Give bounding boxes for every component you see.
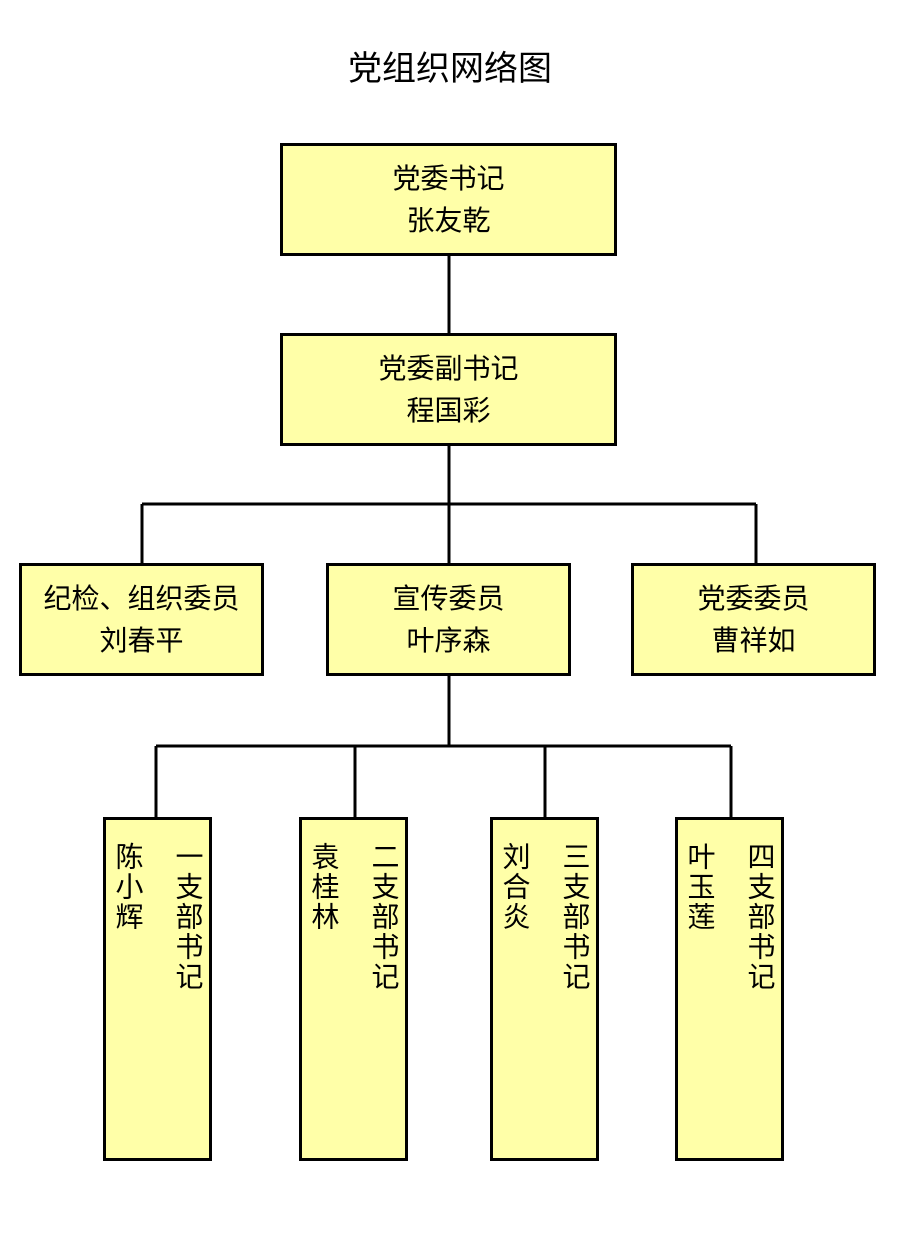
- node-branch-text: 三支部书记 刘合炎: [498, 842, 592, 992]
- node-branch-text: 一支部书记 陈小辉: [111, 842, 205, 992]
- node-committee-name: 刘春平: [99, 623, 184, 657]
- node-branch-3: 三支部书记 刘合炎: [490, 817, 599, 1161]
- node-branch-1: 一支部书记 陈小辉: [103, 817, 212, 1161]
- node-deputy-name: 程国彩: [406, 393, 491, 427]
- node-secretary-name: 张友乾: [406, 203, 491, 237]
- node-propaganda-member: 宣传委员 叶序森: [326, 563, 571, 676]
- node-branch-text: 四支部书记 叶玉莲: [683, 842, 777, 992]
- node-discipline-organization-member: 纪检、组织委员 刘春平: [19, 563, 264, 676]
- node-branch-4: 四支部书记 叶玉莲: [675, 817, 784, 1161]
- node-deputy-secretary: 党委副书记 程国彩: [280, 333, 617, 446]
- page-title: 党组织网络图: [348, 49, 552, 89]
- node-committee-member: 党委委员 曹祥如: [631, 563, 876, 676]
- node-committee-role: 党委委员: [697, 581, 810, 615]
- node-secretary: 党委书记 张友乾: [280, 143, 617, 256]
- node-branch-text: 二支部书记 袁桂林: [307, 842, 401, 992]
- node-branch-2: 二支部书记 袁桂林: [299, 817, 408, 1161]
- node-deputy-role: 党委副书记: [378, 351, 519, 385]
- node-committee-name: 叶序森: [406, 623, 491, 657]
- node-secretary-role: 党委书记: [392, 161, 505, 195]
- node-committee-role: 纪检、组织委员: [43, 581, 240, 615]
- node-committee-role: 宣传委员: [392, 581, 505, 615]
- node-committee-name: 曹祥如: [711, 623, 796, 657]
